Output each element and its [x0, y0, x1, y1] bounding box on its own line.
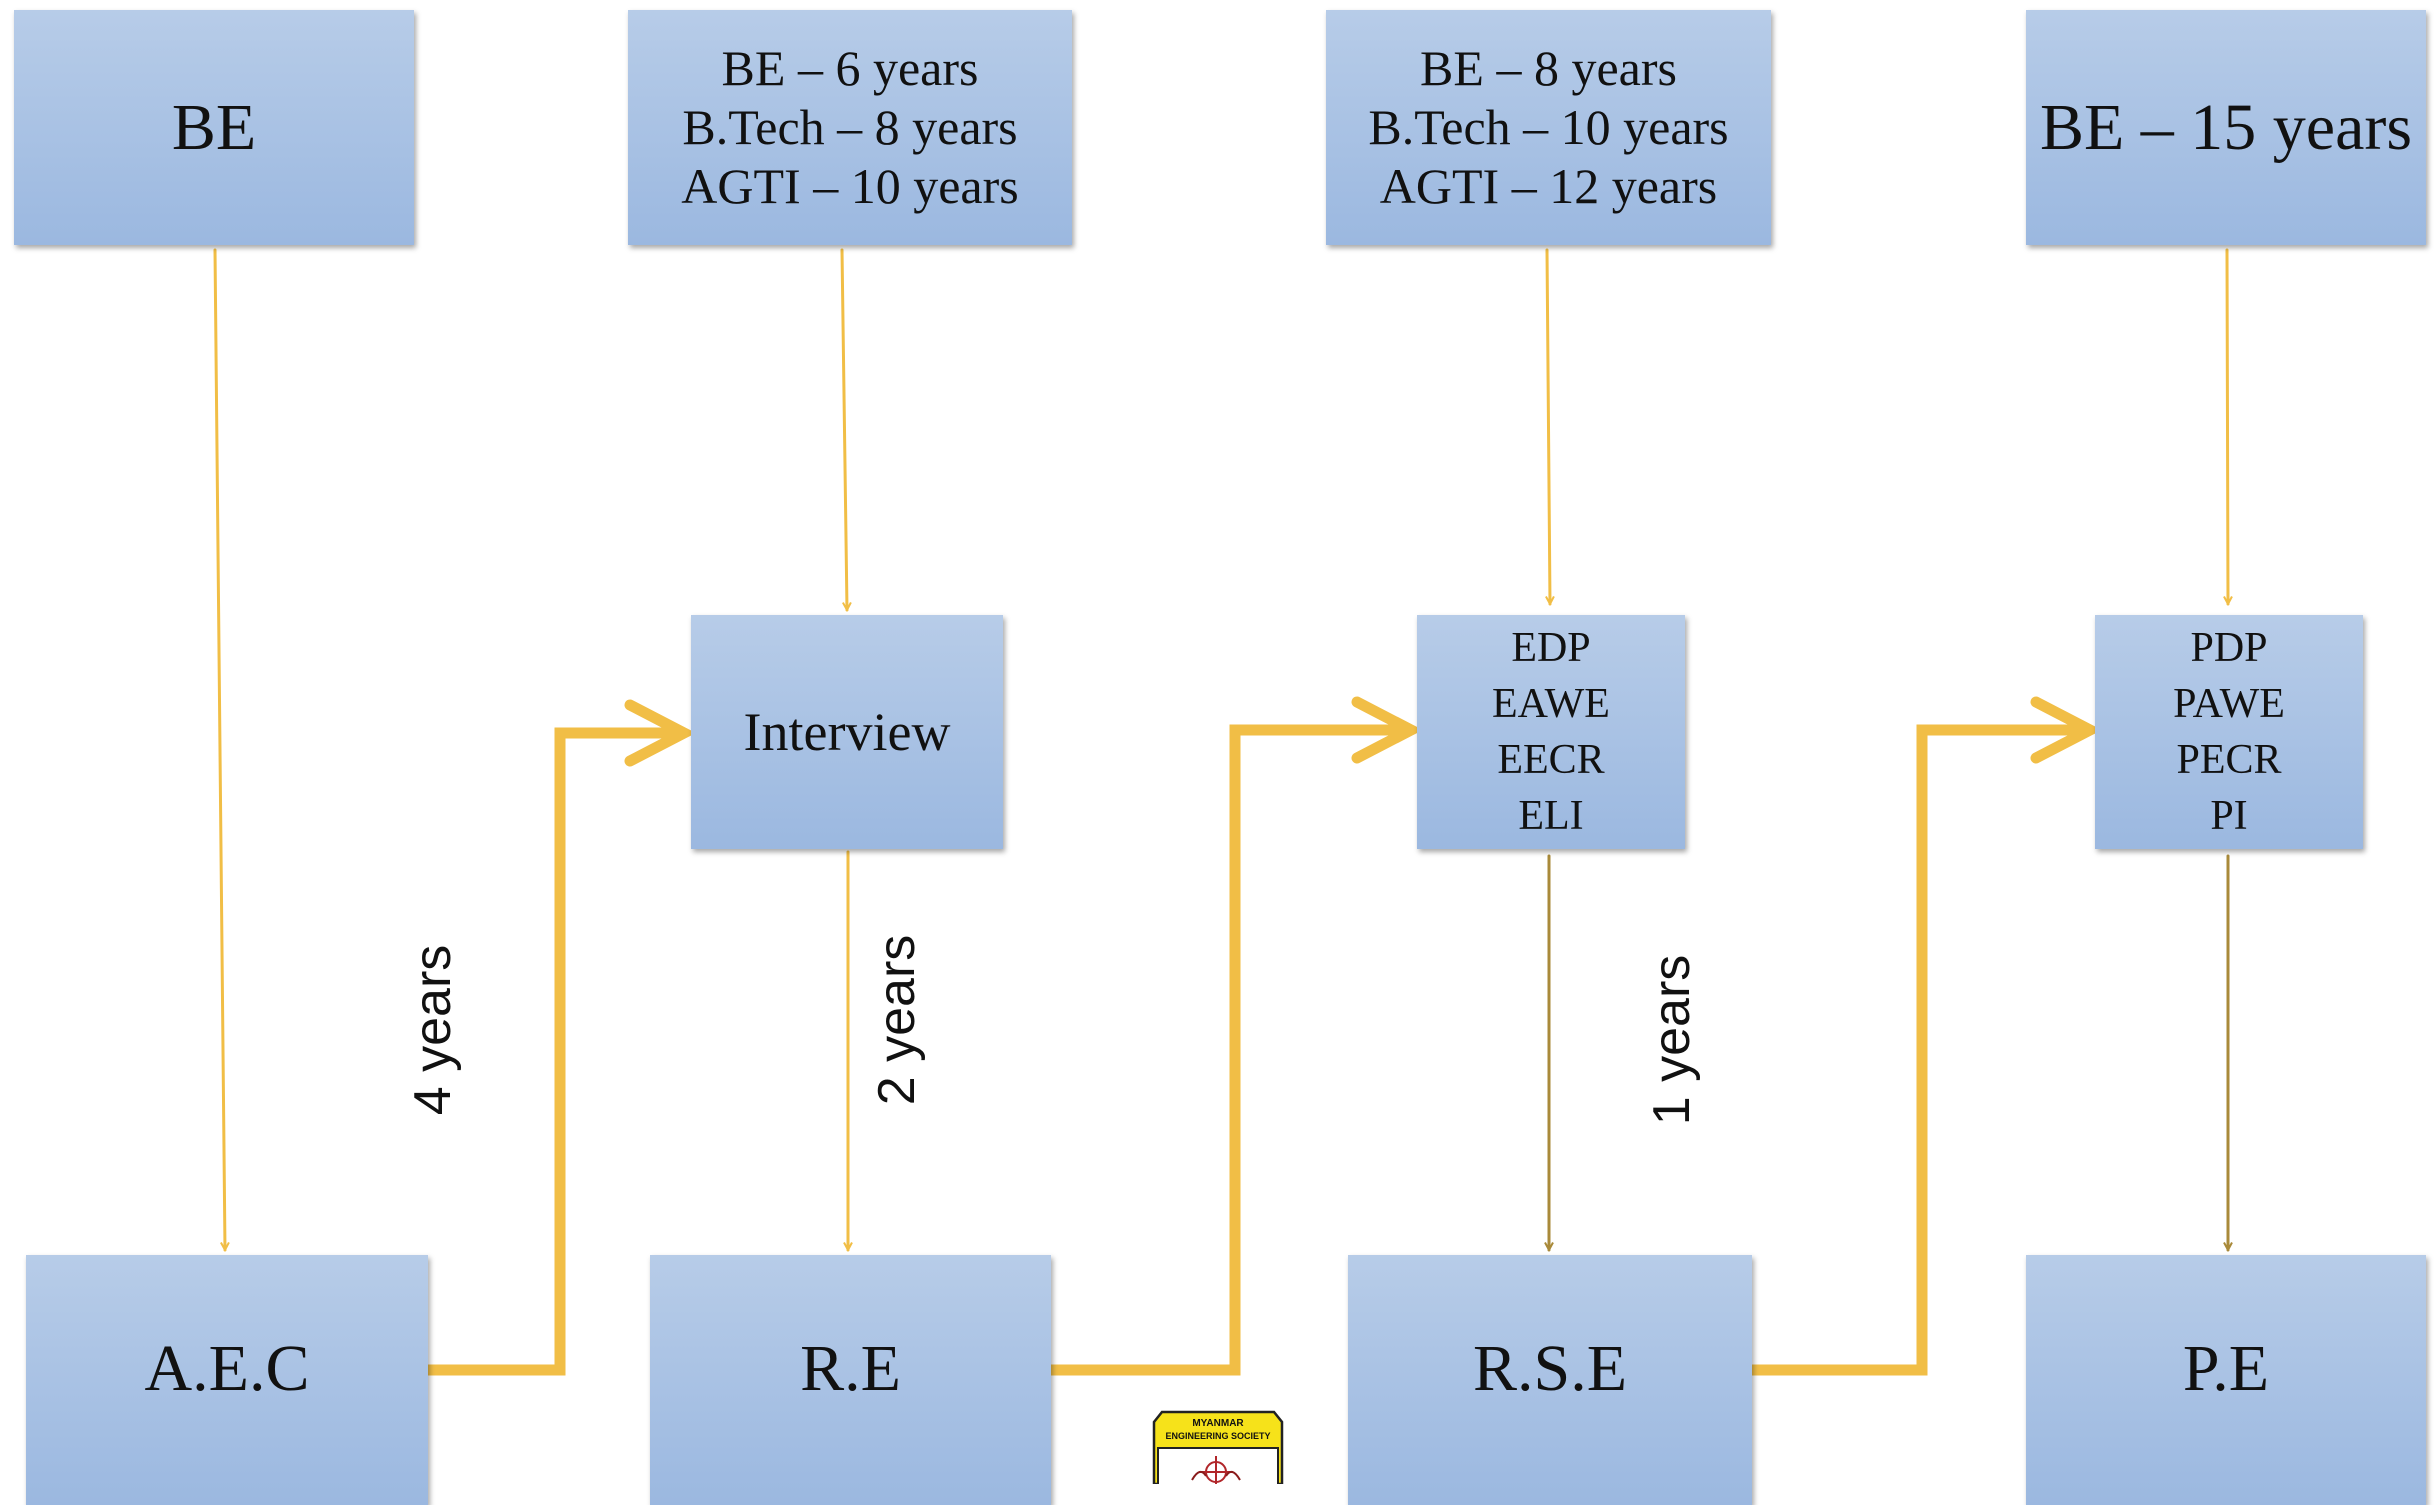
- arrow-be-to-aec: [213, 248, 225, 1250]
- box-aec: A.E.C: [26, 1255, 428, 1505]
- gear-emblem-icon: [1191, 1456, 1241, 1484]
- elbow-re-to-edp: [1045, 724, 1411, 1376]
- logo-text-line2: ENGINEERING SOCIETY: [1165, 1431, 1270, 1441]
- arrow-top4-to-pdp: [2227, 248, 2228, 604]
- box-rse: R.S.E: [1348, 1255, 1752, 1505]
- box-line: B.Tech – 10 years: [1368, 99, 1729, 155]
- duration-4-years: 4 years: [404, 944, 462, 1116]
- box-pe: P.E: [2026, 1255, 2426, 1505]
- box-be: BE: [14, 10, 414, 245]
- box-line: PAWE: [2173, 681, 2285, 727]
- box-be-15-years: BE – 15 years: [2026, 10, 2426, 245]
- arrow-top3-to-edp: [1547, 248, 1550, 604]
- box-line: A.E.C: [144, 1332, 310, 1405]
- box-line: R.E: [800, 1332, 901, 1405]
- box-re: R.E: [650, 1255, 1051, 1505]
- box-line: EAWE: [1492, 681, 1610, 727]
- elbow-rse-to-pdp-head: [2030, 696, 2102, 764]
- box-edp: EDP EAWE EECR ELI: [1417, 615, 1685, 849]
- box-line: EECR: [1497, 737, 1605, 783]
- box-be-line: BE: [171, 90, 257, 164]
- duration-1-years: 1 years: [1643, 954, 1701, 1126]
- box-line: BE – 15 years: [2039, 90, 2413, 164]
- box-line: PDP: [2190, 625, 2268, 671]
- box-line: ELI: [1518, 793, 1584, 839]
- box-line: AGTI – 10 years: [681, 158, 1019, 214]
- logo-text-line1: MYANMAR: [1192, 1418, 1244, 1429]
- elbow-aec-to-interview-head: [624, 699, 696, 767]
- box-be-8-years: BE – 8 years B.Tech – 10 years AGTI – 12…: [1326, 10, 1771, 245]
- box-line: P.E: [2182, 1332, 2270, 1405]
- box-line: R.S.E: [1472, 1332, 1628, 1405]
- box-line: AGTI – 12 years: [1379, 158, 1718, 214]
- box-line: PECR: [2176, 737, 2282, 783]
- box-line: BE – 8 years: [1420, 40, 1677, 96]
- box-line: PI: [2210, 793, 2248, 839]
- duration-2-years: 2 years: [868, 934, 926, 1106]
- box-be-6-years: BE – 6 years B.Tech – 8 years AGTI – 10 …: [628, 10, 1072, 245]
- arrow-top2-to-interview: [840, 248, 847, 610]
- myanmar-engineering-society-logo: MYANMAR ENGINEERING SOCIETY: [1152, 1410, 1284, 1484]
- elbow-rse-to-pdp: [1746, 724, 2090, 1376]
- box-pdp: PDP PAWE PECR PI: [2095, 615, 2363, 849]
- box-line: B.Tech – 8 years: [682, 99, 1018, 155]
- box-line: EDP: [1511, 625, 1591, 671]
- box-line: BE – 6 years: [721, 40, 979, 96]
- box-line: Interview: [743, 702, 951, 762]
- elbow-re-to-edp-head: [1351, 696, 1423, 764]
- box-interview: Interview: [691, 615, 1003, 849]
- elbow-aec-to-interview: [422, 727, 684, 1376]
